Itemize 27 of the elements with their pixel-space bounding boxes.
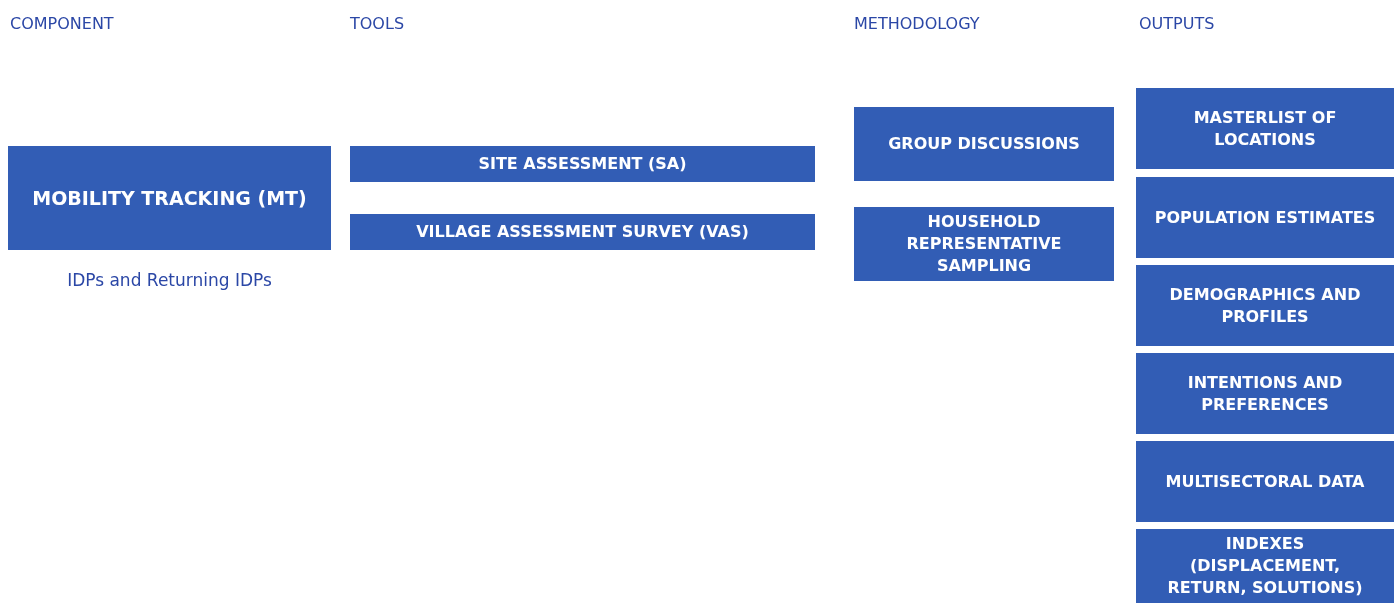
box-title: SITE ASSESSMENT (SA) [478, 153, 687, 175]
category-box [8, 146, 331, 250]
box-title: VILLAGE ASSESSMENT SURVEY (VAS) [416, 221, 749, 243]
category-box [1136, 88, 1394, 169]
category-box [1136, 529, 1394, 603]
category-box [1136, 353, 1394, 434]
category-box [854, 107, 1114, 181]
box-caption: IDPs and Returning IDPs [66, 270, 273, 290]
box-title: POPULATION ESTIMATES [1154, 206, 1376, 229]
column-header: OUTPUTS [1139, 14, 1215, 33]
category-box [1136, 177, 1394, 258]
category-box [854, 207, 1114, 281]
box-title: MULTISECTORAL DATA [1165, 470, 1365, 493]
column-header: METHODOLOGY [854, 14, 980, 33]
box-title: DEMOGRAPHICS AND PROFILES [1168, 283, 1362, 328]
box-title: MASTERLIST OF LOCATIONS [1192, 106, 1338, 151]
category-box [1136, 265, 1394, 346]
category-box [350, 146, 815, 182]
column-header: TOOLS [350, 14, 405, 33]
box-title: HOUSEHOLD REPRESENTATIVE SAMPLING [905, 211, 1063, 277]
box-title: GROUP DISCUSSIONS [888, 133, 1080, 155]
column-header: COMPONENT [10, 14, 114, 33]
category-box [1136, 441, 1394, 522]
box-title: MOBILITY TRACKING (MT) [32, 187, 307, 209]
box-title: INTENTIONS AND PREFERENCES [1186, 371, 1344, 416]
box-title: INDEXES (DISPLACEMENT, RETURN, SOLUTIONS) [1166, 533, 1364, 599]
category-box [350, 214, 815, 250]
